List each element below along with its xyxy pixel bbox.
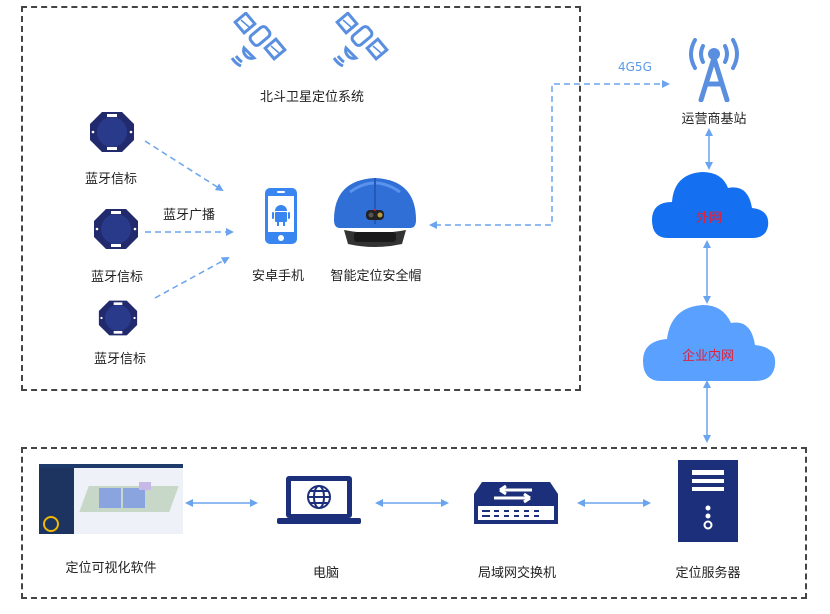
- android-phone-icon: [265, 188, 297, 244]
- external-network-cloud-icon: [652, 172, 769, 238]
- bluetooth-beacon-icon: [98, 300, 138, 336]
- laptop-icon: [277, 476, 361, 524]
- satellite-icon: [332, 12, 389, 67]
- beacon-label: 蓝牙信标: [93, 352, 147, 367]
- smart-helmet-label: 智能定位安全帽: [330, 269, 422, 284]
- external-network-label: 外网: [695, 211, 723, 226]
- satellite-icon: [230, 12, 287, 67]
- lan-switch-label: 局域网交换机: [477, 566, 557, 581]
- visualization-software-screenshot: [39, 464, 183, 534]
- intranet-cloud-icon: [643, 305, 776, 381]
- satellite-system-label: 北斗卫星定位系统: [259, 90, 365, 105]
- android-phone-label: 安卓手机: [251, 269, 305, 284]
- server-icon: [678, 460, 738, 542]
- beacon-label: 蓝牙信标: [90, 270, 144, 285]
- computer-label: 电脑: [312, 566, 340, 581]
- intranet-label: 企业内网: [681, 349, 735, 364]
- positioning-server-label: 定位服务器: [675, 566, 741, 581]
- signal-4g5g-label: 4G5G: [618, 60, 652, 74]
- visualization-software-label: 定位可视化软件: [65, 561, 157, 576]
- smart-helmet-icon: [334, 178, 416, 247]
- bottom-group-border: [21, 447, 807, 599]
- bluetooth-beacon-icon: [90, 112, 134, 152]
- network-switch-icon: [474, 482, 558, 524]
- bluetooth-broadcast-label: 蓝牙广播: [163, 208, 216, 223]
- bluetooth-beacon-icon: [94, 209, 138, 249]
- beacon-label: 蓝牙信标: [84, 172, 138, 187]
- base-station-label: 运营商基站: [681, 112, 747, 127]
- cell-tower-icon: [689, 38, 739, 102]
